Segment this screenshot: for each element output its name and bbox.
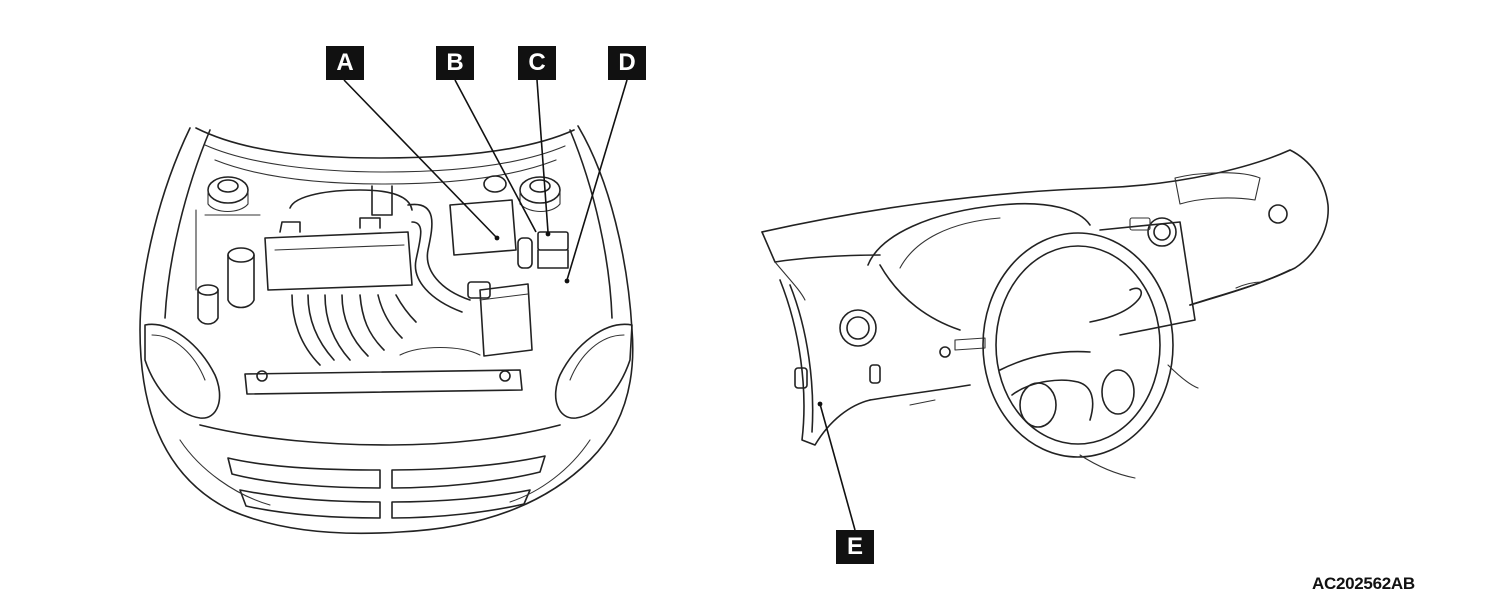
leader-dot-d <box>564 278 570 284</box>
callout-label-b: B <box>436 46 474 80</box>
leader-line-d <box>566 79 628 281</box>
figure-reference-code: AC202562AB <box>1312 574 1415 593</box>
leader-dot-c <box>545 231 551 237</box>
leader-line-b <box>454 79 537 233</box>
callout-label-d: D <box>608 46 646 80</box>
leader-dot-e <box>817 401 823 407</box>
leader-line-e <box>819 403 856 531</box>
callout-label-a: A <box>326 46 364 80</box>
engine-compartment-illustration <box>139 125 634 535</box>
leader-line-c <box>536 79 549 233</box>
dashboard-illustration <box>761 149 1329 479</box>
callout-label-c: C <box>518 46 556 80</box>
leader-dot-a <box>494 235 500 241</box>
callout-label-e: E <box>836 530 874 564</box>
leader-line-a <box>343 79 498 239</box>
